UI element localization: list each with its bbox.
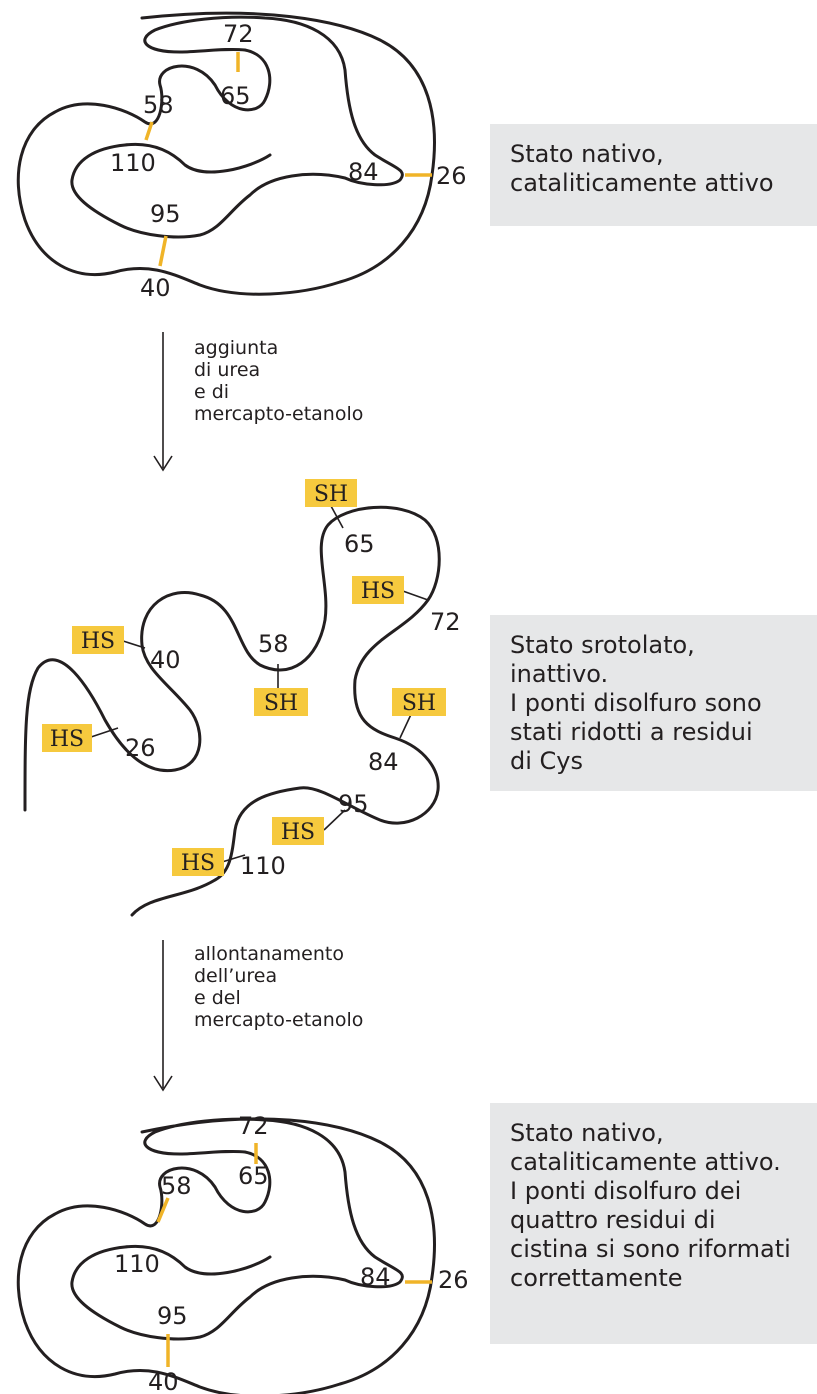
refolded-residue-40: 40	[148, 1368, 179, 1394]
hs-tether-110	[221, 854, 246, 863]
hs-tether-40	[119, 639, 146, 649]
refolded-residue-65: 65	[238, 1162, 269, 1190]
thiol-tag-72: HS	[352, 576, 404, 604]
thiol-tag-95-text: HS	[281, 820, 315, 845]
unfolded-residue-26: 26	[125, 734, 156, 762]
residue-label-110: 110	[110, 149, 156, 177]
residue-label-26: 26	[436, 162, 467, 190]
refolded-state-caption: Stato nativo, cataliticamente attivo. I …	[510, 1119, 791, 1292]
denaturation-line-2: di urea	[194, 359, 260, 381]
disulfide-bridge-95-40	[158, 235, 168, 267]
thiol-tag-95-highlight	[272, 817, 324, 845]
thiol-tag-40-text: HS	[81, 629, 115, 654]
refolded-residue-58: 58	[161, 1172, 192, 1200]
thiol-tag-26: HS	[42, 724, 92, 752]
thiol-tag-58-highlight	[254, 688, 308, 716]
thiol-tag-110-highlight	[172, 848, 224, 876]
thiol-tag-84-text: SH	[402, 691, 436, 716]
hs-tether-26	[87, 727, 119, 739]
thiol-tag-65-highlight	[305, 479, 357, 507]
unfolded-residue-65: 65	[344, 530, 375, 558]
residue-label-65: 65	[220, 82, 251, 110]
native-polypeptide-chain	[16, 11, 436, 296]
thiol-tag-65-text: SH	[314, 482, 348, 507]
unfolded-polypeptide-chain	[23, 505, 441, 917]
thiol-tag-84-highlight	[392, 688, 446, 716]
thiol-tag-40-highlight	[72, 626, 124, 654]
thiol-tag-110: HS	[172, 848, 224, 876]
renaturation-step: allontanamento dell’urea e del mercapto-…	[153, 940, 363, 1092]
denaturation-line-3: e di	[194, 381, 229, 403]
denaturation-step: aggiunta di urea e di mercapto-etanolo	[153, 332, 363, 472]
residue-label-58: 58	[143, 91, 174, 119]
unfolded-state-structure: SH HS HS SH SH HS HS HS	[23, 479, 461, 917]
refolded-state-structure: 72 65 58 110 84 26 95 40	[16, 1112, 469, 1394]
refolded-state-caption-box: Stato nativo, cataliticamente attivo. I …	[490, 1103, 817, 1344]
thiol-tag-95: HS	[272, 817, 324, 845]
residue-label-40: 40	[140, 274, 171, 302]
unfolded-state-caption-box: Stato srotolato, inattivo. I ponti disol…	[490, 615, 817, 791]
hs-tether-95	[323, 809, 346, 831]
thiol-tag-72-highlight	[352, 576, 404, 604]
renaturation-line-2: dell’urea	[194, 965, 277, 987]
unfolded-residue-95: 95	[338, 790, 369, 818]
denaturation-arrowhead-icon	[153, 455, 173, 472]
residue-label-84: 84	[348, 158, 379, 186]
refolded-residue-72: 72	[238, 1112, 269, 1140]
refolded-residue-26: 26	[438, 1266, 469, 1294]
thiol-tag-58-text: SH	[264, 691, 298, 716]
native-state-structure: 72 65 58 110 84 26 95 40	[16, 11, 467, 302]
renaturation-line-4: mercapto-etanolo	[194, 1009, 363, 1031]
unfolded-state-caption: Stato srotolato, inattivo. I ponti disol…	[510, 631, 762, 775]
unfolded-residue-110: 110	[240, 852, 286, 880]
native-state-caption-box: Stato nativo, cataliticamente attivo	[490, 124, 817, 226]
hs-tether-72	[399, 589, 429, 601]
refolded-residue-110: 110	[114, 1250, 160, 1278]
thiol-tag-26-highlight	[42, 724, 92, 752]
thiol-tag-84: SH	[392, 688, 446, 716]
unfolded-residue-40: 40	[150, 646, 181, 674]
residue-label-72: 72	[223, 20, 254, 48]
unfolded-residue-84: 84	[368, 748, 399, 776]
denaturation-line-4: mercapto-etanolo	[194, 403, 363, 425]
residue-label-95: 95	[150, 200, 181, 228]
thiol-tag-26-text: HS	[50, 727, 84, 752]
native-state-caption: Stato nativo, cataliticamente attivo	[510, 140, 774, 197]
renaturation-arrowhead-icon	[153, 1075, 173, 1092]
thiol-tag-110-text: HS	[181, 851, 215, 876]
thiol-tag-40: HS	[72, 626, 124, 654]
refolded-bridge-58-110	[156, 1197, 170, 1223]
sh-tether-65	[330, 505, 344, 529]
thiol-tag-72-text: HS	[361, 579, 395, 604]
denaturation-line-1: aggiunta	[194, 337, 278, 359]
unfolded-residue-72: 72	[430, 608, 461, 636]
renaturation-line-3: e del	[194, 987, 241, 1009]
thiol-tag-65: SH	[305, 479, 357, 507]
refolded-residue-84: 84	[360, 1263, 391, 1291]
refolded-polypeptide-chain	[16, 1117, 436, 1394]
unfolded-residue-58: 58	[258, 630, 289, 658]
refolded-residue-95: 95	[157, 1302, 188, 1330]
renaturation-line-1: allontanamento	[194, 943, 344, 965]
disulfide-bridge-58-110	[144, 121, 154, 141]
thiol-tag-58: SH	[254, 688, 308, 716]
